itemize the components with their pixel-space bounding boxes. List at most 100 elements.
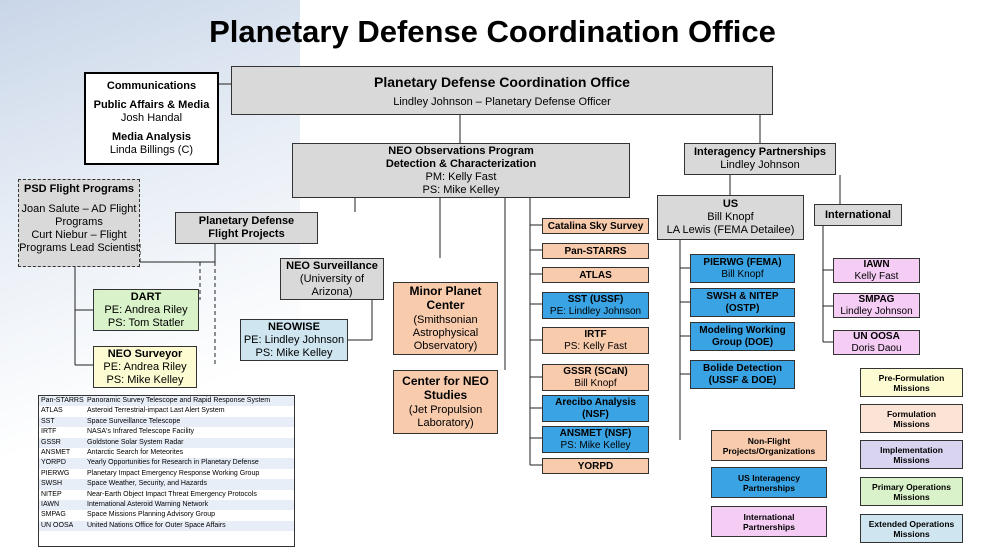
- legend-definition: United Nations Office for Outer Space Af…: [87, 521, 226, 529]
- pdco-box: Planetary Defense Coordination Office Li…: [231, 66, 773, 115]
- dart-ps: PS: Tom Statler: [107, 316, 185, 329]
- key-nonflight: Non-Flight Projects/Organizations: [711, 430, 827, 461]
- yorpd-label: YORPD: [577, 460, 614, 472]
- cneos-sub2: Laboratory): [417, 417, 474, 429]
- key-form-line1: Formulation: [886, 408, 937, 419]
- legend-abbreviation: SST: [41, 417, 55, 425]
- neo-surveillance-line3: Arizona): [311, 285, 353, 298]
- neo-obs-line1: NEO Observations Program: [388, 144, 534, 157]
- mwg-line1: Modeling Working: [699, 324, 786, 336]
- neowise-box: NEOWISE PE: Lindley Johnson PS: Mike Kel…: [240, 319, 348, 361]
- page-title: Planetary Defense Coordination Office: [209, 14, 776, 49]
- swsh-box: SWSH & NITEP (OSTP): [690, 288, 795, 317]
- neo-surveillance-box: NEO Surveillance (University of Arizona): [280, 258, 384, 300]
- legend-abbreviation: NITEP: [41, 490, 62, 498]
- psd-flight-programs-box: PSD Flight Programs Joan Salute – AD Fli…: [18, 179, 140, 267]
- pd-flight-projects-box: Planetary Defense Flight Projects: [175, 212, 318, 244]
- legend-definition: NASA's Infrared Telescope Facility: [87, 428, 195, 436]
- legend-definition: Planetary Impact Emergency Response Work…: [87, 469, 260, 477]
- bolide-detection-box: Bolide Detection (USSF & DOE): [690, 360, 795, 389]
- mpc-line1: Minor Planet: [409, 284, 482, 298]
- cneos-sub1: (Jet Propulsion: [408, 404, 483, 416]
- mpc-line2: Center: [426, 298, 465, 312]
- legend-row: NITEP Near-Earth Object Impact Threat Eme…: [39, 490, 294, 500]
- public-affairs-title: Public Affairs & Media: [93, 99, 210, 111]
- iawn-label: IAWN: [863, 258, 890, 270]
- pierwg-label: PIERWG (FEMA): [703, 256, 782, 268]
- dart-name: DART: [130, 290, 162, 303]
- panstarrs-label: Pan-STARRS: [564, 245, 627, 257]
- modeling-working-group-box: Modeling Working Group (DOE): [690, 322, 795, 351]
- swsh-line2: (OSTP): [725, 302, 760, 314]
- star-icon: ✦: [334, 2, 356, 32]
- catalina-box: Catalina Sky Survey: [542, 218, 649, 234]
- atlas-box: ATLAS: [542, 267, 649, 283]
- star-icon: ✦: [380, 28, 394, 45]
- pdfp-line1: Planetary Defense: [198, 215, 295, 227]
- neo-obs-ps: PS: Mike Kelley: [422, 183, 500, 196]
- media-analysis-name: Linda Billings (C): [109, 144, 194, 156]
- legend-abbreviation: ANSMET: [41, 449, 71, 457]
- legend-row: SST Space Surveillance Telescope: [39, 416, 294, 428]
- arecibo-line2: (NSF): [582, 408, 609, 420]
- key-us-interagency: US Interagency Partnerships: [711, 467, 827, 498]
- neowise-ps: PS: Mike Kelley: [255, 346, 333, 359]
- arecibo-box: Arecibo Analysis (NSF): [542, 395, 649, 422]
- irtf-label: IRTF: [584, 328, 607, 340]
- key-intp-line2: Partnerships: [743, 521, 795, 532]
- legend-abbreviation: GSSR: [41, 438, 61, 446]
- key-international: International Partnerships: [711, 506, 827, 537]
- unoosa-label: UN OOSA: [853, 330, 900, 342]
- sst-label: SST (USSF): [567, 293, 624, 305]
- key-primary-operations: Primary Operations Missions: [860, 477, 963, 506]
- key-extended-operations: Extended Operations Missions: [860, 514, 963, 543]
- atlas-label: ATLAS: [579, 269, 612, 281]
- legend-definition: Space Surveillance Telescope: [87, 417, 181, 425]
- legend-abbreviation: SWSH: [41, 480, 62, 488]
- us-box: US Bill Knopf LA Lewis (FEMA Detailee): [657, 195, 804, 240]
- neowise-pe: PE: Lindley Johnson: [243, 333, 345, 346]
- smpag-name: Lindley Johnson: [840, 305, 913, 317]
- neo-observations-box: NEO Observations Program Detection & Cha…: [292, 143, 630, 198]
- iawn-name: Kelly Fast: [854, 270, 899, 282]
- key-intp-line1: International: [743, 511, 795, 522]
- neowise-name: NEOWISE: [268, 320, 320, 333]
- key-ext-line1: Extended Operations: [868, 518, 955, 529]
- sst-box: SST (USSF) PE: Lindley Johnson: [542, 292, 649, 319]
- communications-box: Communications Public Affairs & Media Jo…: [84, 72, 219, 165]
- cneos-box: Center for NEO Studies (Jet Propulsion L…: [393, 370, 498, 434]
- iawn-box: IAWN Kelly Fast: [833, 258, 920, 283]
- key-usip-line1: US Interagency: [738, 472, 800, 483]
- legend-abbreviation: YORPD: [41, 459, 66, 467]
- public-affairs-name: Josh Handal: [120, 112, 183, 124]
- key-pre-formulation: Pre-Formulation Missions: [860, 368, 963, 397]
- key-prim-line2: Missions: [893, 491, 930, 502]
- ansmet-ps: PS: Mike Kelley: [560, 439, 631, 451]
- swsh-line1: SWSH & NITEP: [706, 290, 779, 302]
- legend-definition: Near-Earth Object Impact Threat Emergenc…: [87, 490, 257, 498]
- mpc-sub1: (Smithsonian: [413, 314, 478, 326]
- us-name2: LA Lewis (FEMA Detailee): [666, 224, 795, 236]
- key-formulation: Formulation Missions: [860, 404, 963, 433]
- legend-abbreviation: IAWN: [41, 501, 60, 509]
- irtf-box: IRTF PS: Kelly Fast: [542, 327, 649, 354]
- smpag-box: SMPAG Lindley Johnson: [833, 293, 920, 318]
- key-pref-line1: Pre-Formulation: [878, 372, 945, 383]
- gssr-label: GSSR (SCaN): [563, 365, 628, 377]
- dart-box: DART PE: Andrea Riley PS: Tom Statler: [93, 289, 199, 331]
- interagency-heading: Interagency Partnerships: [693, 146, 827, 158]
- mpc-sub2: Astrophysical: [412, 327, 479, 339]
- legend-abbreviation: SMPAG: [41, 511, 66, 519]
- unoosa-name: Doris Daou: [851, 342, 902, 354]
- us-heading: US: [722, 198, 739, 210]
- bolide-line1: Bolide Detection: [703, 362, 782, 374]
